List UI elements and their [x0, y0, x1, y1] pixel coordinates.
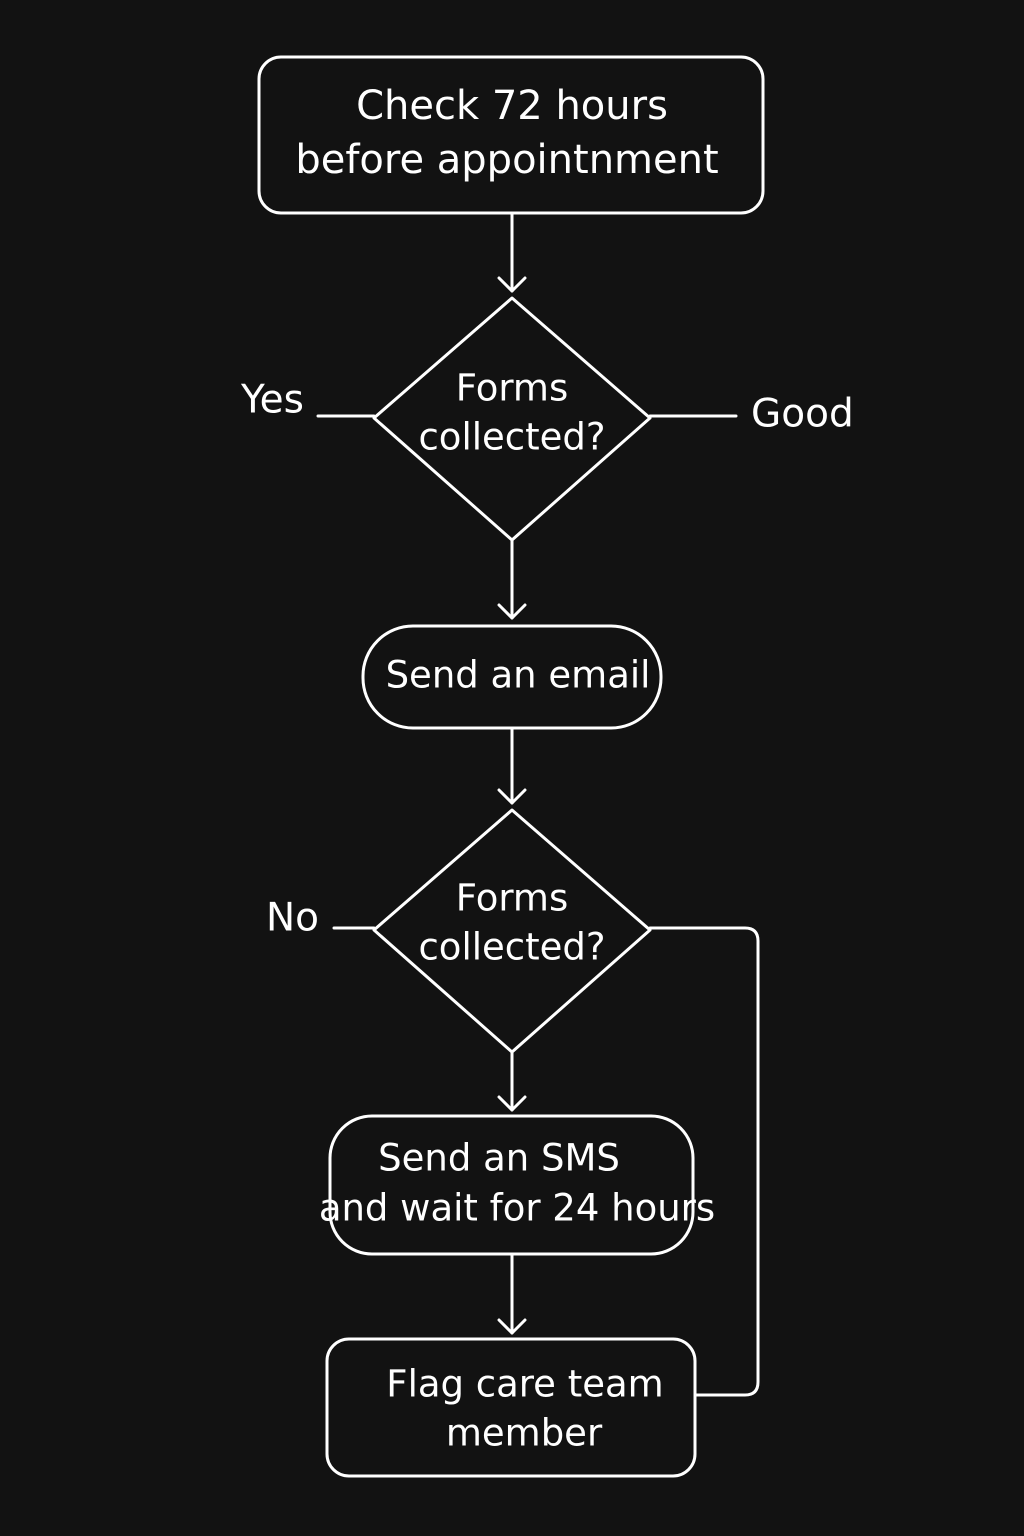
- arrow-decision2-to-sms: [497, 1050, 527, 1112]
- node-flag-care-team: Flag care team member: [325, 1337, 697, 1478]
- arrow-sms-to-flag: [497, 1252, 527, 1335]
- node-flag-care-team-line-1: Flag care team: [386, 1363, 663, 1406]
- node-check-72-hours-line-2: before appointnment: [295, 137, 718, 183]
- decision-forms-collected-2-line-1: Forms: [456, 877, 568, 920]
- arrow-email-to-decision2: [497, 726, 527, 805]
- node-check-72-hours-line-1: Check 72 hours: [356, 83, 668, 129]
- decision2-right-loop-line: [648, 926, 760, 1397]
- decision1-yes-label: Yes: [240, 378, 304, 423]
- node-send-sms: Send an SMS and wait for 24 hours: [319, 1114, 715, 1256]
- decision2-no-label: No: [266, 896, 319, 941]
- decision-forms-collected-2-line-2: collected?: [418, 926, 605, 969]
- decision-forms-collected-1-line-1: Forms: [456, 367, 568, 410]
- decision-forms-collected-2: Forms collected?: [372, 808, 652, 1054]
- node-send-sms-line-1: Send an SMS: [378, 1137, 620, 1180]
- decision1-good-label: Good: [751, 392, 854, 437]
- arrow-decision1-to-email: [497, 538, 527, 620]
- decision-forms-collected-1-line-2: collected?: [418, 416, 605, 459]
- node-check-72-hours: Check 72 hours before appointnment: [257, 55, 765, 215]
- node-send-email: Send an email: [361, 624, 663, 730]
- arrow-start-to-decision1: [497, 211, 527, 293]
- node-flag-care-team-line-2: member: [446, 1412, 603, 1455]
- node-send-email-label: Send an email: [386, 654, 651, 697]
- decision-forms-collected-1: Forms collected?: [372, 296, 652, 542]
- node-send-sms-line-2: and wait for 24 hours: [319, 1187, 715, 1230]
